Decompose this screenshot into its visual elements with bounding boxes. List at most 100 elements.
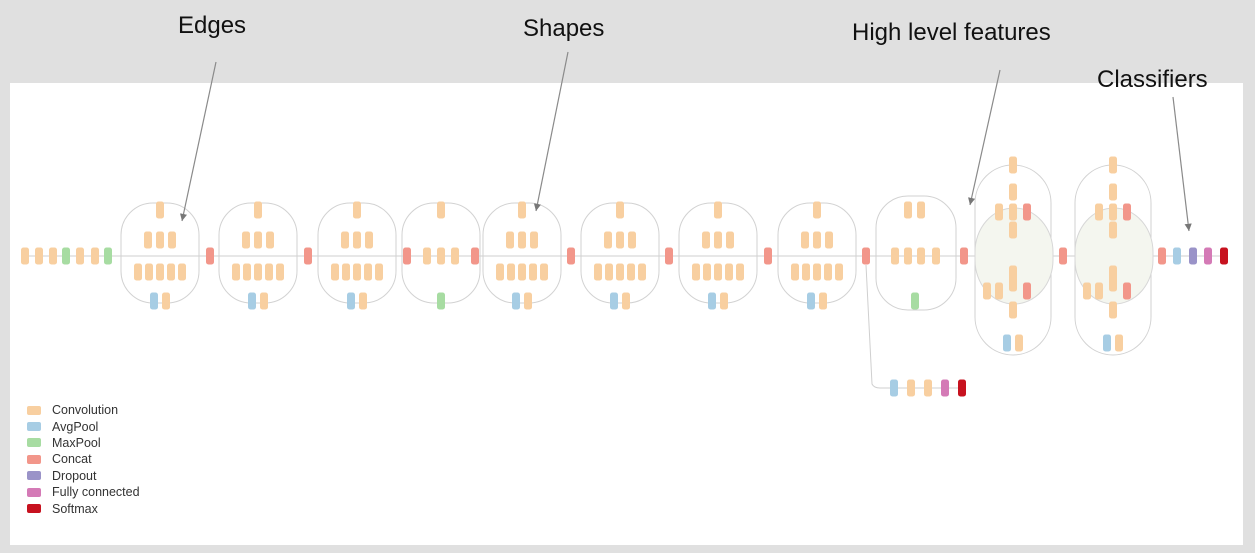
maxpool-block-103 [911,292,919,310]
concat-block-116 [862,247,870,265]
conv-block-2 [49,247,57,265]
conv-block-123 [995,203,1003,221]
conv-block-77 [726,231,734,249]
conv-block-144 [1095,282,1103,300]
conv-block-53 [530,231,538,249]
conv-block-78 [692,263,700,281]
swatch-convolution [27,405,41,415]
softmax-block-108 [958,379,966,397]
conv-block-98 [917,201,925,219]
maxpool-block-6 [104,247,112,265]
conv-block-46 [437,247,445,265]
concat-block-110 [304,247,312,265]
arrow-edges [179,61,217,222]
conv-block-145 [1109,274,1117,292]
conv-block-121 [1009,156,1017,174]
concat-block-114 [665,247,673,265]
aux-branch-connector [865,264,962,389]
conv-block-11 [168,231,176,249]
conv-block-18 [162,292,170,310]
conv-block-28 [276,263,284,281]
conv-block-4 [76,247,84,265]
conv-block-40 [375,263,383,281]
conv-block-32 [353,201,361,219]
fc-block-152 [1204,247,1212,265]
swatch-concat [27,454,41,464]
conv-block-45 [423,247,431,265]
conv-block-66 [594,263,602,281]
conv-block-93 [824,263,832,281]
conv-block-26 [254,263,262,281]
conv-block-16 [178,263,186,281]
legend-label-avgpool: AvgPool [52,419,99,434]
legend-item-softmax: Softmax [27,500,140,516]
conv-block-72 [622,292,630,310]
avgpool-block-133 [1003,334,1011,352]
conv-block-0 [21,247,29,265]
fc-block-107 [941,379,949,397]
avgpool-block-148 [1103,334,1111,352]
conv-block-147 [1109,301,1117,319]
conv-block-68 [616,263,624,281]
conv-block-134 [1015,334,1023,352]
avgpool-block-71 [610,292,618,310]
avgpool-block-83 [708,292,716,310]
concat-block-109 [206,247,214,265]
annotation-edges: Edges [178,12,247,39]
conv-block-54 [496,263,504,281]
conv-block-86 [813,201,821,219]
conv-block-141 [1109,221,1117,239]
conv-block-99 [891,247,899,265]
conv-block-138 [1095,203,1103,221]
avgpool-block-41 [347,292,355,310]
swatch-fully-connected [27,487,41,497]
conv-block-27 [265,263,273,281]
conv-block-105 [907,379,915,397]
swatch-dropout [27,471,41,481]
conv-block-36 [331,263,339,281]
swatch-avgpool [27,422,41,432]
concat-block-131 [1023,282,1031,300]
conv-block-56 [518,263,526,281]
inception-module-aux [875,195,957,311]
conv-block-143 [1083,282,1091,300]
conv-block-76 [714,231,722,249]
concat-block-119 [1158,247,1166,265]
conv-block-75 [702,231,710,249]
conv-block-96 [819,292,827,310]
conv-block-39 [364,263,372,281]
conv-block-33 [341,231,349,249]
conv-block-128 [983,282,991,300]
conv-block-24 [232,263,240,281]
conv-block-44 [437,201,445,219]
conv-block-82 [736,263,744,281]
conv-block-14 [156,263,164,281]
conv-block-101 [917,247,925,265]
swatch-softmax [27,504,41,514]
conv-block-15 [167,263,175,281]
conv-block-63 [604,231,612,249]
legend-label-softmax: Softmax [52,501,98,516]
conv-block-94 [835,263,843,281]
conv-block-100 [904,247,912,265]
conv-block-20 [254,201,262,219]
annotation-shapes: Shapes [523,15,605,42]
conv-block-91 [802,263,810,281]
conv-block-55 [507,263,515,281]
conv-block-136 [1109,156,1117,174]
avgpool-block-95 [807,292,815,310]
conv-block-124 [1009,203,1017,221]
legend-item-concat: Concat [27,451,140,467]
avgpool-block-29 [248,292,256,310]
concat-block-140 [1123,203,1131,221]
legend-label-convolution: Convolution [52,403,119,418]
conv-block-84 [720,292,728,310]
conv-block-22 [254,231,262,249]
conv-block-149 [1115,334,1123,352]
conv-block-79 [703,263,711,281]
legend-label-fully-connected: Fully connected [52,485,140,500]
conv-block-25 [243,263,251,281]
conv-block-13 [145,263,153,281]
concat-block-125 [1023,203,1031,221]
